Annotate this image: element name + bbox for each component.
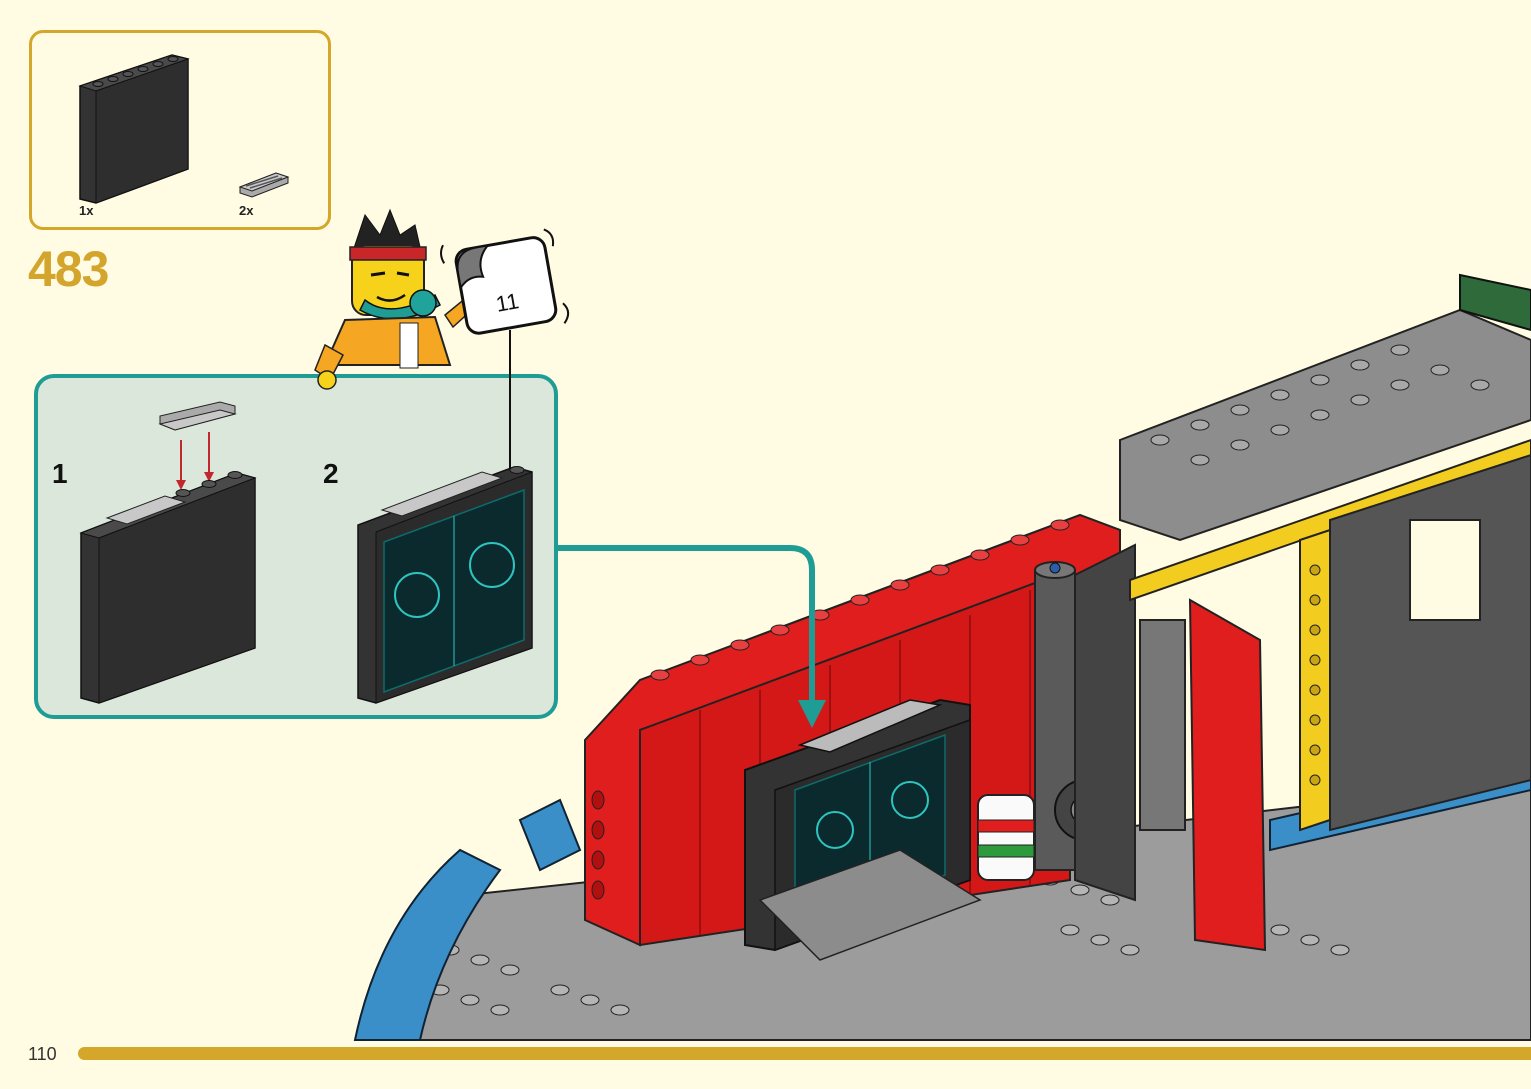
callout-arrow: [558, 548, 812, 700]
substep-number-1: 1: [52, 458, 68, 490]
page-number: 110: [28, 1044, 57, 1065]
substep-1-illustration: [75, 398, 265, 708]
page-progress-bar: [78, 1047, 1531, 1060]
sticker-sheet-icon: [440, 225, 570, 340]
substep-2-illustration: [352, 460, 542, 710]
sticker-number: 11: [494, 288, 521, 318]
substep-number-2: 2: [323, 458, 339, 490]
